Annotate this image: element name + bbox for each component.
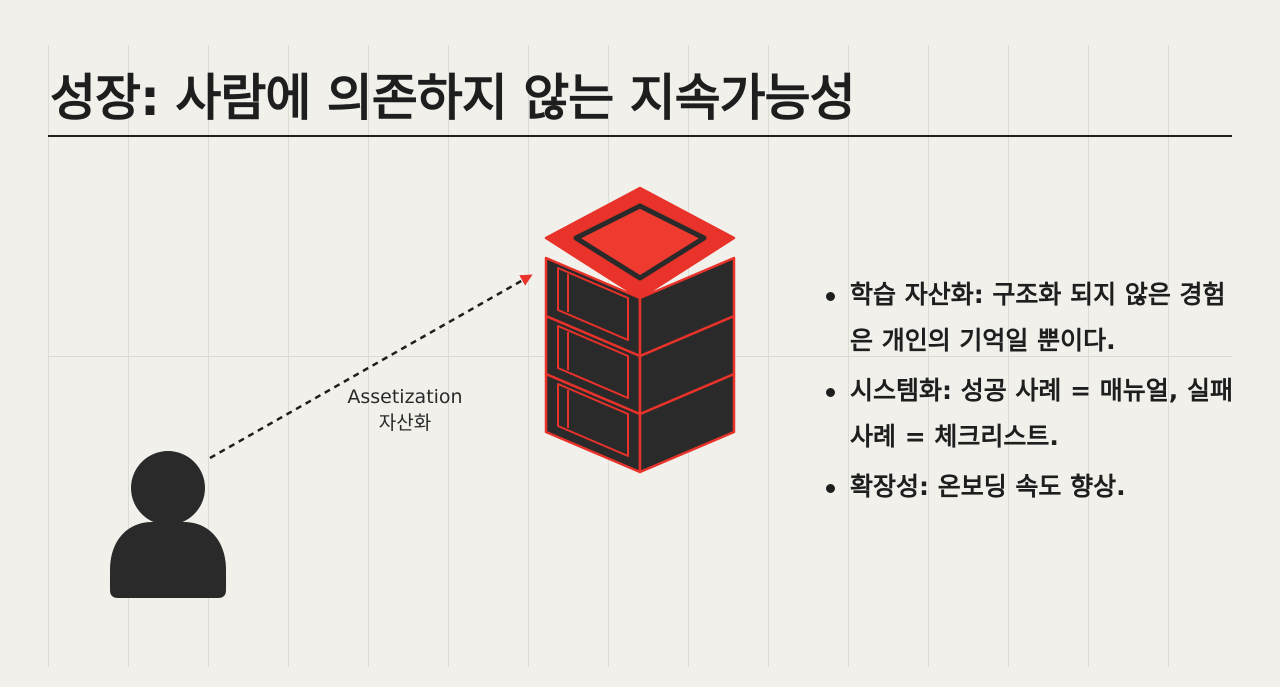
server-block-top xyxy=(544,186,736,358)
person-icon xyxy=(110,451,226,598)
server-stack-icon xyxy=(544,186,736,474)
title-underline xyxy=(48,135,1232,137)
arrow-label: Assetization 자산화 xyxy=(320,384,490,436)
arrow-label-english: Assetization xyxy=(347,386,463,408)
bullet-item-learning-assetization: 학습 자산화: 구조화 되지 않은 경험은 개인의 기억일 뿐이다. xyxy=(824,272,1244,364)
arrow-label-korean: 자산화 xyxy=(378,412,432,434)
bullet-list: 학습 자산화: 구조화 되지 않은 경험은 개인의 기억일 뿐이다. 시스템화:… xyxy=(824,272,1244,514)
page-title: 성장: 사람에 의존하지 않는 지속가능성 xyxy=(50,69,856,127)
bullet-item-scalability: 확장성: 온보딩 속도 향상. xyxy=(824,464,1244,510)
bullet-item-systematization: 시스템화: 성공 사례 = 매뉴얼, 실패 사례 = 체크리스트. xyxy=(824,368,1244,460)
server-block-middle xyxy=(544,314,736,416)
